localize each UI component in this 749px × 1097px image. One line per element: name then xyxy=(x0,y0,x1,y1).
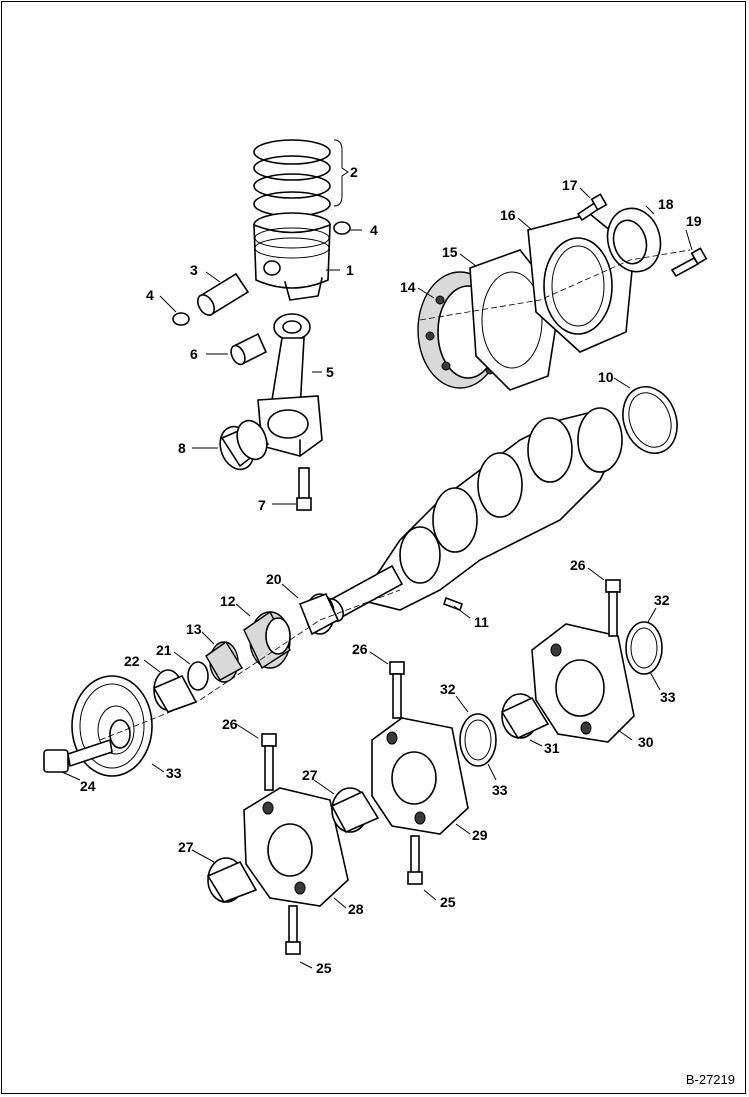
callout-27-upper: 27 xyxy=(302,767,318,783)
callout-1: 1 xyxy=(346,262,354,278)
main-bearing-27-upper xyxy=(330,787,380,834)
callout-33-right: 33 xyxy=(660,689,676,705)
callout-26-right: 26 xyxy=(570,557,586,573)
snap-ring-right xyxy=(333,221,351,235)
piston xyxy=(253,212,331,301)
callout-16: 16 xyxy=(500,207,516,223)
cap-bolts-25 xyxy=(285,835,423,955)
pulley-bolt-24 xyxy=(43,738,113,773)
callout-25-bottom: 25 xyxy=(316,960,332,976)
leader-lines xyxy=(61,139,693,969)
bearing-cap-28 xyxy=(243,787,349,907)
callout-31: 31 xyxy=(544,740,560,756)
thrust-washer-32-33-right xyxy=(625,621,663,675)
callout-2: 2 xyxy=(350,164,358,180)
callout-8: 8 xyxy=(178,440,186,456)
callout-10: 10 xyxy=(598,369,614,385)
cap-bolts-26 xyxy=(261,579,621,791)
callout-15: 15 xyxy=(442,244,458,260)
callout-4-left: 4 xyxy=(146,287,154,303)
bearing-cap-30 xyxy=(531,623,635,743)
callout-13: 13 xyxy=(186,621,202,637)
callout-29: 29 xyxy=(472,827,488,843)
rod-bolt xyxy=(296,467,312,511)
thrust-washer-32-33-middle xyxy=(459,713,497,767)
callout-24: 24 xyxy=(80,778,96,794)
key-11 xyxy=(442,596,464,612)
callout-30: 30 xyxy=(638,734,654,750)
callout-25-middle: 25 xyxy=(440,894,456,910)
small-end-bushing xyxy=(230,332,268,366)
rear-oil-seal xyxy=(606,207,662,273)
callout-32-middle: 32 xyxy=(440,681,456,697)
callout-5: 5 xyxy=(326,364,334,380)
crankshaft xyxy=(324,407,623,622)
callout-18: 18 xyxy=(658,196,674,212)
callout-28: 28 xyxy=(348,901,364,917)
callout-19: 19 xyxy=(686,213,702,229)
housing-bolt-17 xyxy=(576,193,608,222)
callout-21: 21 xyxy=(156,642,172,658)
callout-22: 22 xyxy=(124,653,140,669)
callout-4-right: 4 xyxy=(370,222,378,238)
callout-14: 14 xyxy=(400,279,416,295)
spacer-20 xyxy=(298,592,340,636)
main-bearing-27-lower xyxy=(206,857,258,903)
callout-11: 11 xyxy=(474,614,489,630)
gear-13 xyxy=(205,641,243,683)
reference-code: B-27219 xyxy=(685,1072,735,1087)
rod-bearing xyxy=(219,419,270,471)
callout-26-middle: 26 xyxy=(352,641,368,657)
callout-3: 3 xyxy=(190,262,198,278)
callout-33-middle: 33 xyxy=(492,782,508,798)
callout-labels: 2 1 4 3 4 6 5 8 7 10 11 12 13 14 15 16 1… xyxy=(80,164,702,976)
bushing-22 xyxy=(152,669,198,713)
main-bearing-31 xyxy=(500,693,550,740)
housing-bolt-19 xyxy=(670,247,708,278)
piston-rings xyxy=(253,139,331,217)
flywheel-housing xyxy=(527,213,635,353)
o-ring-21 xyxy=(187,661,209,691)
crank-gear-12 xyxy=(243,610,291,670)
callout-12: 12 xyxy=(220,593,236,609)
callout-33-left: 33 xyxy=(166,765,182,781)
callout-32-right: 32 xyxy=(654,592,670,608)
callout-17: 17 xyxy=(562,177,578,193)
thrust-ring-10 xyxy=(622,386,678,454)
callout-6: 6 xyxy=(190,346,198,362)
piston-pin xyxy=(197,272,250,316)
bearing-cap-29 xyxy=(371,717,469,835)
snap-ring-left xyxy=(172,312,190,326)
callout-27-lower: 27 xyxy=(178,839,194,855)
connecting-rod xyxy=(257,313,323,457)
callout-26-left: 26 xyxy=(222,716,238,732)
callout-7: 7 xyxy=(258,497,266,513)
callout-20: 20 xyxy=(266,571,282,587)
